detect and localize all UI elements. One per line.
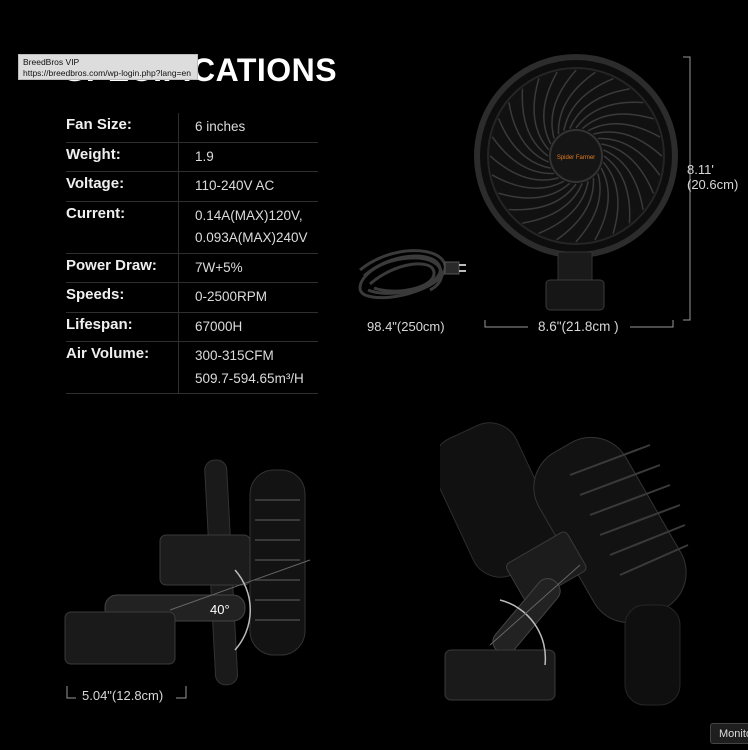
spec-value: 7W+5%: [178, 253, 318, 282]
link-tooltip: BreedBros VIP https://breedbros.com/wp-l…: [18, 54, 198, 80]
spec-value: 67000H: [178, 312, 318, 341]
fan-blade: [491, 174, 565, 189]
tooltip-title: BreedBros VIP: [23, 57, 80, 67]
fan-width-label: 8.6"(21.8cm ): [538, 319, 619, 334]
fan-blade: [521, 88, 549, 157]
fan-blade: [581, 113, 654, 130]
fan-front-image: Spider Farmer: [474, 54, 678, 311]
spec-row: Fan Size: 6 inches: [66, 113, 318, 143]
spec-row: Weight: 1.9: [66, 142, 318, 172]
tilt-angle-label: 40°: [210, 602, 230, 617]
spec-label: Air Volume:: [66, 345, 150, 362]
dimension-lines: [484, 56, 691, 328]
spec-label: Power Draw:: [66, 256, 157, 274]
fan-blade: [538, 181, 589, 235]
fan-blade: [489, 155, 559, 181]
fan-blade: [508, 102, 549, 163]
monitor-button[interactable]: Monitor: [710, 723, 748, 744]
fan-blade: [563, 77, 614, 131]
fan-rotated-view-image: [440, 422, 689, 706]
fan-blade: [602, 161, 619, 234]
power-cord-image: [358, 249, 466, 300]
spec-value: 0-2500RPM: [178, 283, 318, 312]
fan-side-view-image: [64, 459, 311, 686]
clip-width-label: 5.04"(12.8cm): [82, 688, 164, 703]
tooltip-url: https://breedbros.com/wp-login.php?lang=…: [23, 68, 191, 78]
spec-value: 0.14A(MAX)120V,0.093A(MAX)240V: [178, 201, 318, 253]
fan-blade: [557, 71, 596, 135]
fan-blade: [556, 177, 595, 241]
spec-label: Voltage:: [66, 175, 125, 192]
spec-label: Fan Size:: [66, 116, 132, 133]
fan-blade: [551, 69, 577, 139]
fan-blade: [575, 173, 601, 243]
brand-logo: Spider Farmer: [557, 155, 595, 161]
cord-length-label: 98.4"(250cm): [367, 319, 445, 334]
spec-label: Lifespan:: [66, 315, 133, 333]
fan-blade: [601, 143, 655, 194]
fan-blade: [533, 78, 550, 151]
fan-blade: [603, 149, 644, 210]
spec-label: Current:: [66, 204, 126, 222]
fan-blade: [593, 131, 663, 157]
spec-value: 110-240V AC: [178, 172, 318, 201]
fan-blade: [491, 136, 555, 175]
fan-blade: [508, 183, 577, 211]
spec-row: Lifespan: 67000H: [66, 312, 318, 342]
fan-blade: [603, 155, 631, 224]
spec-value: 1.9: [178, 142, 318, 171]
fan-height-label: 8.11' (20.6cm): [687, 162, 739, 192]
spec-row: Current: 0.14A(MAX)120V,0.093A(MAX)240V: [66, 201, 318, 254]
fan-blade: [594, 167, 609, 241]
fan-blade: [543, 71, 558, 145]
fan-blade: [575, 101, 644, 129]
clip-dimension-line: [66, 686, 187, 699]
fan-blade: [587, 123, 661, 138]
fan-blade: [597, 137, 661, 176]
fan-blade: [569, 88, 630, 129]
spec-label: Speeds:: [66, 286, 125, 303]
fan-blade: [497, 118, 551, 169]
spec-value: 6 inches: [178, 113, 318, 142]
spec-row: Speeds: 0-2500RPM: [66, 283, 318, 313]
spec-label: Weight:: [66, 145, 121, 163]
specs-table: Fan Size: 6 inches Weight: 1.9 Voltage: …: [66, 113, 318, 394]
spec-row: Power Draw: 7W+5%: [66, 253, 318, 283]
fan-blade: [498, 182, 571, 199]
spec-row: Voltage: 110-240V AC: [66, 172, 318, 202]
fan-blade: [522, 183, 583, 224]
